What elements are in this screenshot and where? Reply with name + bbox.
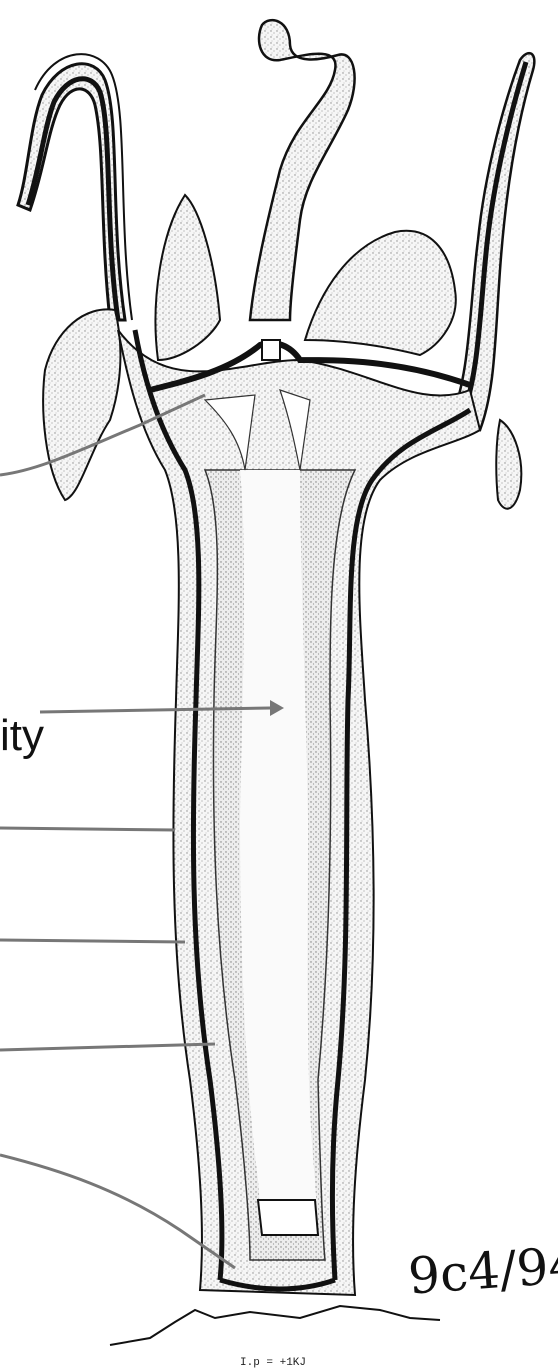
tentacle-bud-left bbox=[156, 195, 220, 360]
tentacle-droop-right bbox=[496, 420, 521, 509]
tentacle-lobe-right bbox=[305, 231, 456, 355]
tentacle-lobe-left bbox=[43, 309, 120, 500]
body-column bbox=[118, 330, 480, 1295]
tentacle-left bbox=[18, 54, 132, 320]
substrate-line bbox=[110, 1306, 440, 1345]
label-cavity-partial: ity bbox=[0, 711, 44, 760]
tentacle-right bbox=[450, 53, 534, 430]
pointer-4 bbox=[0, 940, 185, 942]
handwritten-note: 9c4/94 bbox=[406, 1236, 558, 1306]
pointer-3 bbox=[0, 828, 175, 830]
bottom-caption: I.p = +1KJ bbox=[240, 1357, 306, 1369]
pointer-5 bbox=[0, 1044, 215, 1050]
